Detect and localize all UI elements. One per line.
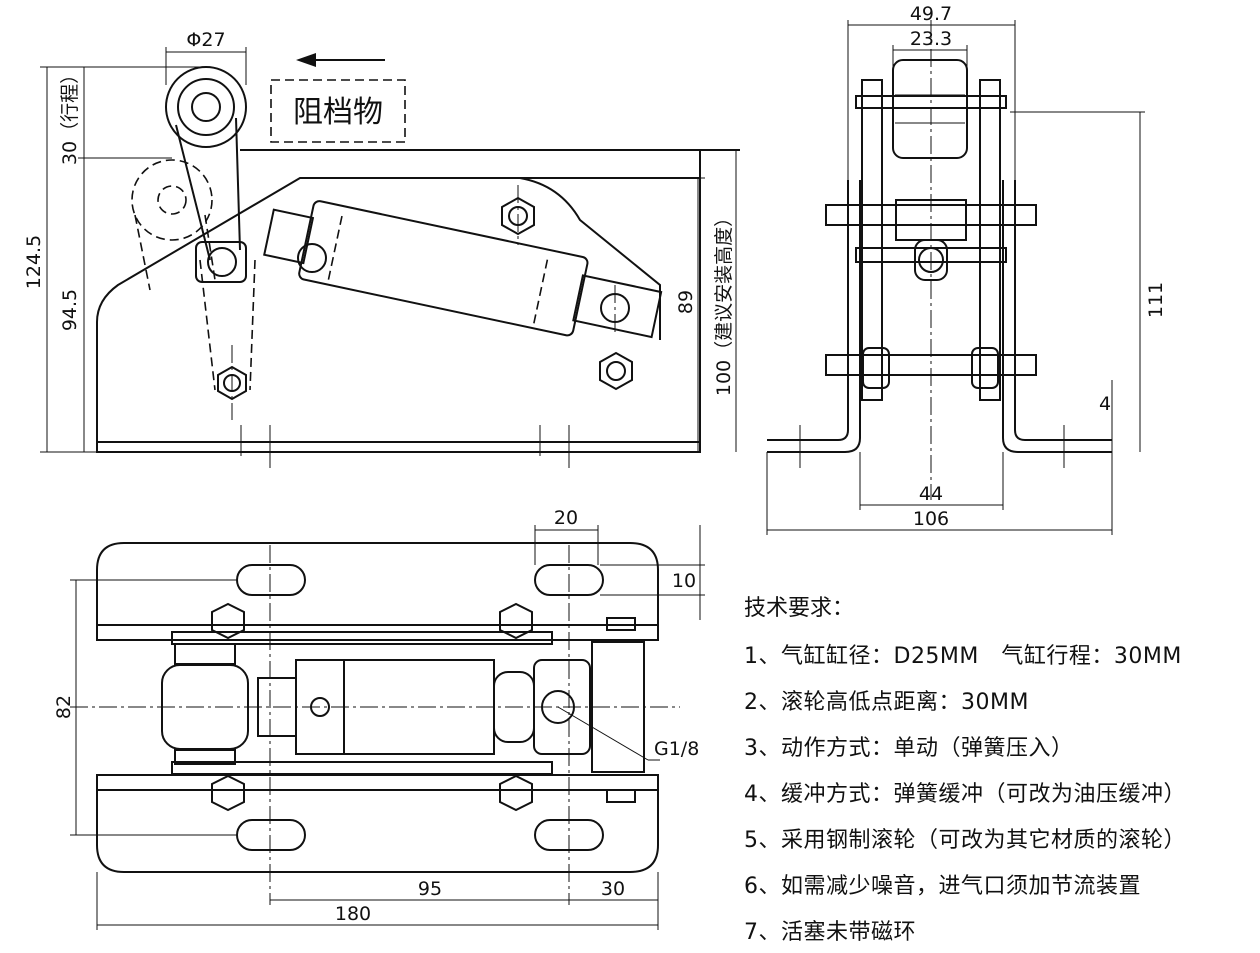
direction-arrow xyxy=(296,53,316,67)
dim-106: 106 xyxy=(913,508,949,530)
dim-94-5: 94.5 xyxy=(59,289,81,331)
top-plate-upper xyxy=(96,542,659,641)
dim-180: 180 xyxy=(335,903,371,925)
dim-89: 89 xyxy=(675,290,697,314)
dim-4: 4 xyxy=(1099,393,1111,415)
top-view: G1/8 20 10 82 95 30 180 xyxy=(53,507,705,930)
blocker-label: 阻档物 xyxy=(293,95,383,130)
dim-port: G1/8 xyxy=(654,738,699,760)
tech-item-3: 3、动作方式：单动（弹簧压入） xyxy=(744,736,1074,761)
dim-124-5: 124.5 xyxy=(23,235,45,289)
side-view: 49.7 23.3 111 4 44 106 xyxy=(766,3,1167,535)
front-bracket-outline xyxy=(96,177,701,453)
dim-30: 30 xyxy=(601,878,625,900)
tech-item-1: 1、气缸缸径：D25MM 气缸行程：30MM xyxy=(744,644,1182,669)
tech-item-5: 5、采用钢制滚轮（可改为其它材质的滚轮） xyxy=(744,828,1186,853)
dim-20: 20 xyxy=(554,507,578,529)
tech-item-2: 2、滚轮高低点距离：30MM xyxy=(744,690,1029,715)
dim-phi27: Φ27 xyxy=(186,29,225,51)
dim-100: 100（建议安装高度） xyxy=(713,208,735,396)
dim-49-7: 49.7 xyxy=(910,3,952,25)
dim-82: 82 xyxy=(53,695,75,719)
tech-item-6: 6、如需减少噪音，进气口须加节流装置 xyxy=(744,874,1141,899)
front-view: 阻档物 Φ27 124.5 30（行程） 94.5 89 100（建议安装高度） xyxy=(23,29,740,468)
nut-lower xyxy=(599,351,633,391)
tech-item-7: 7、活塞未带磁环 xyxy=(744,920,916,945)
roller-lower-dashed xyxy=(131,159,213,241)
dim-stroke-30: 30（行程） xyxy=(59,65,81,165)
tech-title: 技术要求： xyxy=(744,596,855,621)
dim-95: 95 xyxy=(418,878,442,900)
dim-111: 111 xyxy=(1145,282,1167,318)
tech-item-4: 4、缓冲方式：弹簧缓冲（可改为油压缓冲） xyxy=(744,782,1186,807)
dim-44: 44 xyxy=(919,483,943,505)
side-bracket xyxy=(767,180,1112,453)
dim-10: 10 xyxy=(672,570,696,592)
cylinder-body-front xyxy=(298,200,589,337)
dim-23-3: 23.3 xyxy=(910,28,952,50)
top-plate-lower xyxy=(96,774,659,873)
